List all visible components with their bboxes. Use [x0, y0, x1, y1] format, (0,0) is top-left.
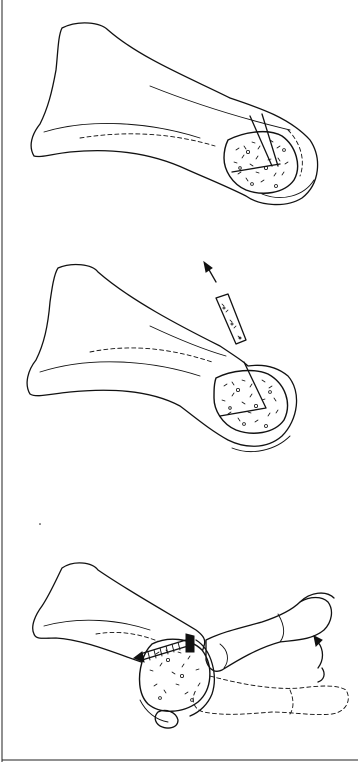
panel-2-head-cartilage — [232, 436, 290, 452]
panel-2-wedge-removed — [27, 262, 296, 452]
rotation-arrow-icon — [314, 636, 324, 682]
panel-2-cancellous-head — [214, 371, 287, 434]
panel-3-fixation-with-toe — [33, 563, 349, 728]
panel-1-medullary-dash — [80, 134, 215, 146]
stray-mark — [39, 523, 41, 525]
panel-3-phalanx-base — [220, 644, 227, 668]
panel-2-dorsal-line — [150, 326, 226, 356]
panel-1-cortex-line — [44, 123, 200, 138]
panel-2-removed-wedge — [216, 294, 246, 344]
panel-3-medullary-dash — [96, 632, 160, 642]
panel-1-metatarsal-osteotomy — [31, 23, 317, 205]
panel-3-interphalangeal-joint — [278, 614, 284, 642]
panel-3-toe-dashed-outline — [193, 676, 348, 715]
panel-3-proximal-phalanx — [206, 598, 331, 672]
panel-3-cortex-line — [44, 620, 150, 630]
panel-2-cortex-line — [40, 362, 200, 376]
arrow-up-left-icon — [204, 262, 216, 282]
panel-3-toe-dashed-joint — [290, 690, 293, 714]
panel-2-medullary-dash — [90, 348, 212, 362]
